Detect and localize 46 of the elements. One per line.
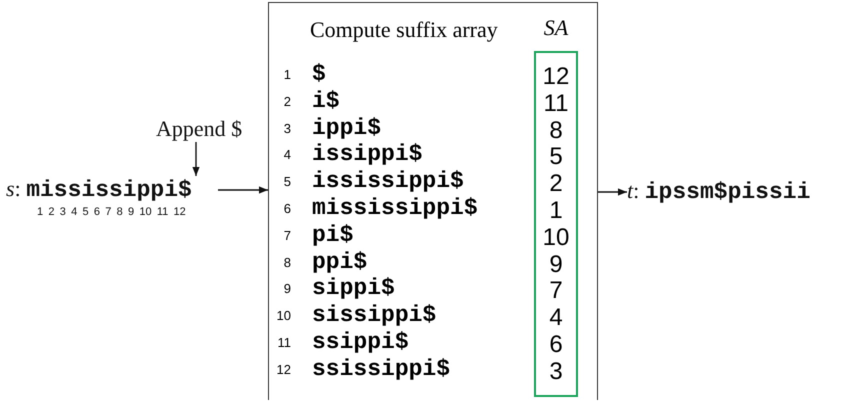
- suffix-text: ississippi$: [312, 168, 464, 194]
- array-value: 11: [542, 92, 570, 116]
- column-heading: SA: [542, 15, 570, 41]
- text-label: s: mississippi$: [6, 176, 192, 205]
- text-label: Append $: [156, 116, 242, 142]
- suffix-text: sissippi$: [312, 302, 436, 328]
- suffix-text: mississippi$: [312, 195, 478, 221]
- suffix-text: issippi$: [312, 141, 422, 168]
- array-value: 4: [548, 306, 564, 330]
- row-number: 10: [276, 308, 291, 324]
- position-indices: 1 2 3 4 5 6 7 8 9 10 11 12: [37, 206, 186, 220]
- box-heading: Compute suffix array: [310, 17, 498, 43]
- array-value: 6: [548, 333, 564, 357]
- suffix-text: $: [312, 61, 326, 87]
- array-value: 2: [548, 172, 564, 196]
- row-number: 6: [282, 201, 291, 216]
- row-number: 3: [282, 120, 291, 136]
- arrow: [218, 186, 268, 194]
- array-value: 12: [542, 65, 570, 89]
- array-value: 9: [548, 252, 564, 277]
- row-number: 8: [282, 254, 291, 270]
- array-value: 5: [548, 145, 564, 170]
- array-value: 10: [542, 226, 570, 250]
- array-value: 3: [548, 360, 564, 384]
- suffix-text: ippi$: [312, 114, 382, 141]
- suffix-text: ssissippi$: [312, 356, 450, 382]
- row-number: 12: [276, 362, 291, 377]
- row-number: 4: [282, 147, 291, 162]
- row-number: 1: [282, 67, 291, 82]
- arrow: [192, 142, 200, 176]
- array-value: 7: [548, 279, 564, 304]
- suffix-text: ssippi$: [312, 329, 409, 355]
- row-number: 11: [276, 335, 291, 350]
- array-value: 1: [548, 199, 564, 223]
- process-box: [268, 2, 598, 400]
- text-label: t: ipssm$pissii: [627, 178, 810, 207]
- suffix-text: pi$: [312, 222, 354, 248]
- array-value: 8: [548, 118, 564, 143]
- row-number: 2: [282, 94, 291, 109]
- row-number: 7: [282, 228, 291, 243]
- row-number: 5: [282, 174, 291, 190]
- suffix-text: i$: [312, 88, 340, 114]
- suffix-text: sippi$: [312, 275, 395, 302]
- row-number: 9: [282, 281, 291, 296]
- suffix-text: ppi$: [312, 248, 368, 275]
- arrow: [598, 188, 627, 196]
